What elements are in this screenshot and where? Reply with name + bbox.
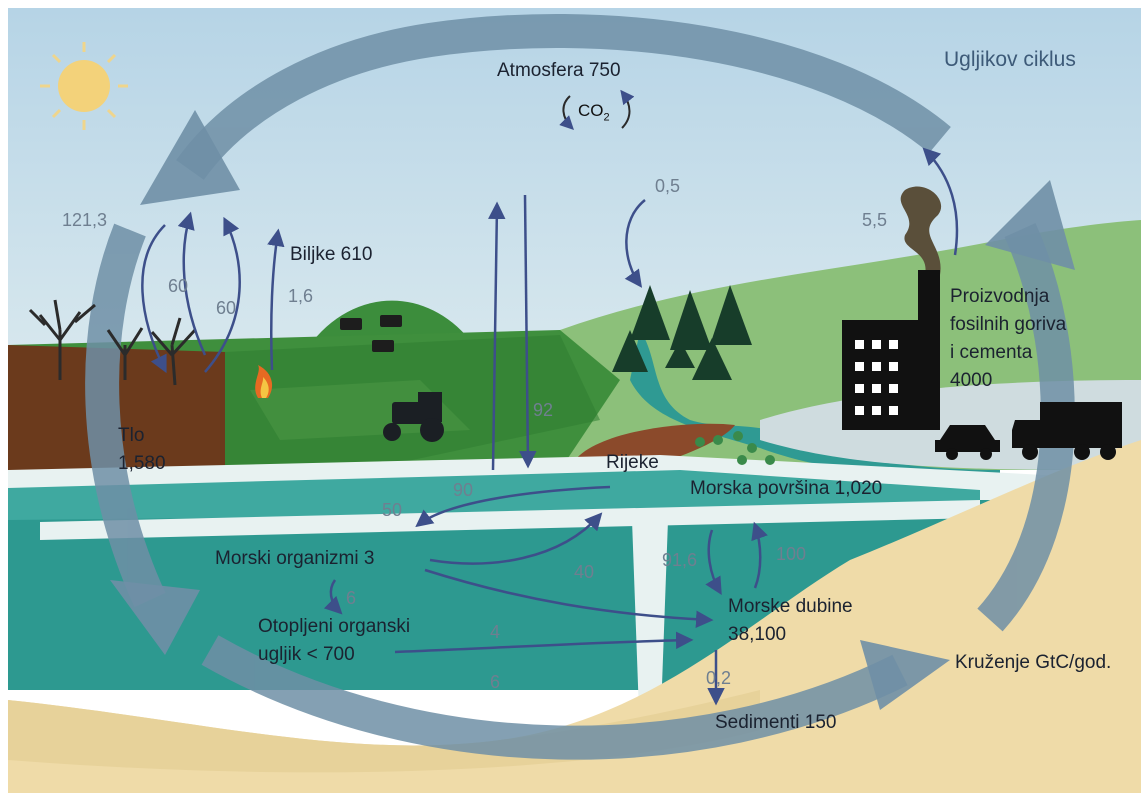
dissolved-carbon-line1: Otopljeni organski — [258, 616, 411, 637]
flow-100-value: 100 — [776, 544, 807, 564]
orchard-trees — [28, 299, 197, 386]
flow-40-arrow — [429, 512, 603, 565]
soil-label-line2: 1,580 — [118, 453, 166, 474]
flow-6a-value: 6 — [346, 588, 357, 608]
fire-icon — [255, 365, 273, 398]
flow-55-value: 5,5 — [862, 210, 888, 230]
cycle-arrow-left — [85, 223, 166, 608]
flow-90-down-arrow — [519, 194, 537, 469]
flow-60a-arrow — [177, 211, 207, 356]
factory-icon — [842, 186, 942, 430]
co2-exchange-arrows — [559, 89, 635, 130]
atmosphere-label: Atmosfera 750 — [497, 60, 621, 81]
cycle-arrow-top — [176, 14, 951, 181]
truck-icon — [1012, 402, 1122, 460]
cycle-arrowhead-left — [110, 580, 200, 655]
flow-arrows — [141, 147, 959, 706]
flow-16-arrow — [267, 228, 285, 371]
cows — [340, 315, 402, 352]
flow-4-value: 4 — [490, 622, 501, 642]
flow-50-value: 50 — [382, 500, 403, 520]
tractor-icon — [383, 392, 444, 442]
flow-6b-arrow — [394, 631, 694, 654]
sea-surface-label: Morska površina 1,020 — [690, 478, 883, 499]
co2-label: CO2 — [578, 101, 610, 124]
vertical-divider — [632, 520, 668, 740]
flow-90-value: 90 — [453, 480, 474, 500]
sun-icon — [40, 42, 128, 130]
soil-label-line1: Tlo — [118, 425, 145, 446]
forest — [612, 285, 752, 380]
flow-02-value: 0,2 — [706, 668, 732, 688]
flow-92-value: 92 — [533, 400, 554, 420]
cycle-arrowhead-top — [140, 110, 240, 205]
flow-121-arrow — [141, 224, 167, 374]
car-icon — [935, 425, 1000, 460]
flow-916-arrow — [705, 529, 722, 596]
cycle-arrowhead-right — [985, 180, 1075, 270]
flow-16-value: 1,6 — [288, 286, 314, 306]
fossil-label-line1: Proizvodnja — [950, 286, 1050, 307]
flow-916-value: 91,6 — [662, 550, 698, 570]
deep-sea-line1: Morske dubine — [728, 596, 853, 617]
rivers-label: Rijeke — [606, 452, 659, 473]
marine-organisms-label: Morski organizmi 3 — [215, 548, 375, 569]
legend-label: Kruženje GtC/god. — [955, 652, 1112, 673]
dissolved-carbon-line2: ugljik < 700 — [258, 644, 355, 665]
flow-05-value: 0,5 — [655, 176, 681, 196]
flow-121-value: 121,3 — [62, 210, 108, 230]
flow-05-arrow — [624, 199, 646, 288]
fossil-label-line4: 4000 — [950, 370, 993, 391]
fossil-label-line2: fosilnih goriva — [950, 314, 1067, 335]
cycle-arrowhead-bottom — [860, 640, 950, 710]
flow-50-arrow — [415, 485, 611, 528]
flow-60b-value: 60 — [216, 298, 237, 318]
diagram-title: Ugljikov ciklus — [944, 48, 1076, 71]
flow-6a-arrow — [323, 579, 343, 615]
ocean-divider — [40, 500, 980, 540]
flow-6b-value: 6 — [490, 672, 501, 692]
cycle-arrow-bottom — [201, 635, 908, 760]
flow-55-arrow — [922, 147, 959, 256]
sediments-label: Sedimenti 150 — [715, 712, 837, 733]
deep-sea-line2: 38,100 — [728, 624, 787, 645]
small-trees — [695, 431, 775, 465]
flow-4-arrow — [424, 568, 714, 629]
flow-92-up-arrow — [488, 201, 506, 471]
plants-label: Biljke 610 — [290, 244, 373, 265]
fossil-label-line3: i cementa — [950, 342, 1033, 363]
flow-60a-value: 60 — [168, 276, 189, 296]
flow-40-value: 40 — [574, 562, 595, 582]
flow-60b-arrow — [204, 216, 241, 373]
cycle-arrowheads — [110, 110, 1075, 710]
flow-100-arrow — [751, 521, 768, 589]
